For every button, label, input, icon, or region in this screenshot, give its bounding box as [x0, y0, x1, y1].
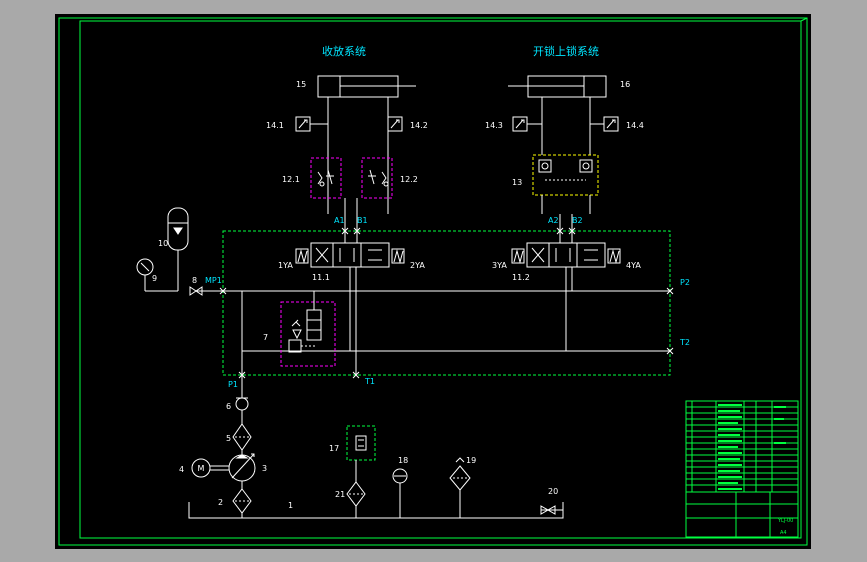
right-system-title: 开锁上锁系统 [533, 44, 599, 58]
label-filter-21: 21 [335, 490, 345, 499]
return-filter-17 [346, 425, 376, 461]
level-indicator-18 [392, 468, 408, 518]
label-valve-12-1: 12.1 [282, 175, 300, 184]
label-filter-17: 17 [329, 444, 339, 453]
label-gauge-9: 9 [152, 274, 157, 283]
title-block-sheet: A4 [780, 530, 787, 536]
cylinder-16 [508, 75, 607, 155]
label-1ya: 1YA [278, 261, 293, 270]
drawing-background [55, 14, 811, 549]
throttle-check-valve-12-2 [361, 157, 393, 199]
port-a1: A1 [334, 216, 345, 225]
label-switch-14-2: 14.2 [410, 121, 428, 130]
port-a2: A2 [548, 216, 559, 225]
filter-21 [346, 460, 366, 518]
pressure-gauge-9 [136, 258, 178, 292]
port-p1: P1 [228, 380, 238, 389]
check-valve-6 [235, 397, 249, 424]
label-motor-4: 4 [179, 465, 184, 474]
inner-frame [79, 20, 802, 539]
port-t2: T2 [679, 338, 690, 347]
check-valve-8 [189, 286, 203, 296]
label-lock-13: 13 [512, 178, 522, 187]
label-filter-19: 19 [466, 456, 476, 465]
valve-block-boundary [222, 230, 671, 376]
title-block-drawing-no: YLJ-00 [777, 518, 793, 524]
suction-filter-2 [232, 488, 252, 518]
label-accumulator-10: 10 [158, 239, 168, 248]
label-valve-7: 7 [263, 333, 268, 342]
label-valve-11-1: 11.1 [312, 273, 330, 282]
accumulator-10 [167, 207, 189, 291]
port-b1: B1 [357, 216, 368, 225]
drain-valve-20 [540, 505, 563, 515]
title-block [685, 400, 799, 538]
label-pump-3: 3 [262, 464, 267, 473]
port-p2: P2 [680, 278, 690, 287]
label-3ya: 3YA [492, 261, 507, 270]
motor-4 [191, 458, 229, 478]
label-valve-8: 8 [192, 276, 197, 285]
label-valve-20: 20 [548, 487, 558, 496]
label-filter-2: 2 [218, 498, 223, 507]
throttle-check-valve-12-1 [310, 157, 342, 199]
label-filter-5: 5 [226, 434, 231, 443]
pressure-switch-14-4 [590, 116, 619, 132]
cylinder-15 [317, 75, 416, 214]
port-t1: T1 [364, 377, 375, 386]
label-cylinder-16: 16 [620, 80, 630, 89]
pump-3 [228, 453, 256, 489]
relief-valve-7 [280, 291, 336, 367]
air-filter-19 [449, 457, 471, 518]
label-switch-14-1: 14.1 [266, 121, 284, 130]
directional-valve-11-1 [295, 242, 405, 268]
pressure-switch-14-2 [387, 116, 403, 132]
hydraulic-lock-13 [532, 154, 599, 214]
port-mp1: MP1 [205, 276, 222, 285]
label-valve-12-2: 12.2 [400, 175, 418, 184]
label-cylinder-15: 15 [296, 80, 306, 89]
outer-frame [58, 17, 808, 546]
label-2ya: 2YA [410, 261, 425, 270]
motor-symbol: M [198, 464, 205, 473]
label-valve-11-2: 11.2 [512, 273, 530, 282]
pressure-switch-14-3 [512, 116, 542, 132]
label-switch-14-4: 14.4 [626, 121, 644, 130]
label-switch-14-3: 14.3 [485, 121, 503, 130]
pressure-switch-14-1 [295, 116, 328, 132]
directional-valve-11-2 [511, 242, 621, 268]
label-indicator-18: 18 [398, 456, 408, 465]
port-b2: B2 [572, 216, 583, 225]
junction-marks [219, 227, 674, 379]
left-system-title: 收放系统 [322, 44, 366, 58]
label-valve-6: 6 [226, 402, 231, 411]
label-4ya: 4YA [626, 261, 641, 270]
label-tank-1: 1 [288, 501, 293, 510]
